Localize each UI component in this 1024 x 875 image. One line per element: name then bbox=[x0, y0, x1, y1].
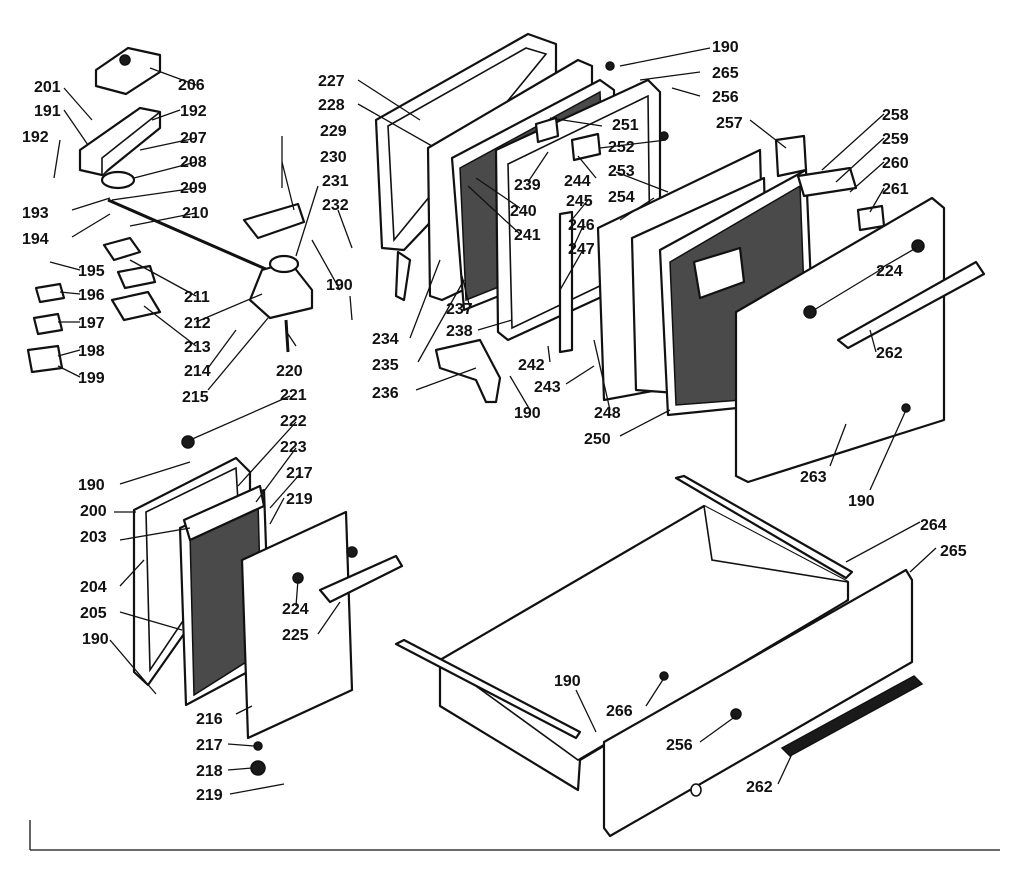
label-190-bottom-left: 190 bbox=[82, 631, 109, 648]
label-213: 213 bbox=[184, 339, 211, 356]
label-256-top: 256 bbox=[712, 89, 739, 106]
label-240: 240 bbox=[510, 203, 537, 220]
label-212: 212 bbox=[184, 315, 211, 332]
broiler-door-assembly bbox=[132, 435, 404, 776]
label-198: 198 bbox=[78, 343, 105, 360]
label-245: 245 bbox=[566, 193, 593, 210]
label-229: 229 bbox=[320, 123, 347, 140]
label-200: 200 bbox=[80, 503, 107, 520]
storage-drawer bbox=[394, 474, 924, 838]
label-236: 236 bbox=[372, 385, 399, 402]
label-261: 261 bbox=[882, 181, 909, 198]
label-234: 234 bbox=[372, 331, 399, 348]
label-214: 214 bbox=[184, 363, 211, 380]
label-238: 238 bbox=[446, 323, 473, 340]
label-218: 218 bbox=[196, 763, 223, 780]
label-230: 230 bbox=[320, 149, 347, 166]
label-196: 196 bbox=[78, 287, 105, 304]
part-number-labels: 201 191 192 192 206 207 208 209 210 193 … bbox=[22, 39, 967, 804]
label-219-bottom: 219 bbox=[196, 787, 223, 804]
label-190-panel: 190 bbox=[848, 493, 875, 510]
label-265-top: 265 bbox=[712, 65, 739, 82]
label-266: 266 bbox=[606, 703, 633, 720]
label-193: 193 bbox=[22, 205, 49, 222]
label-216: 216 bbox=[196, 711, 223, 728]
label-190-drawer: 190 bbox=[554, 673, 581, 690]
label-217-top: 217 bbox=[286, 465, 313, 482]
label-192-right: 192 bbox=[180, 103, 207, 120]
label-257: 257 bbox=[716, 115, 743, 132]
label-194: 194 bbox=[22, 231, 49, 248]
oven-door-panel bbox=[734, 196, 986, 484]
label-225: 225 bbox=[282, 627, 309, 644]
label-231: 231 bbox=[322, 173, 349, 190]
label-192-left: 192 bbox=[22, 129, 49, 146]
label-220: 220 bbox=[276, 363, 303, 380]
label-217-bottom: 217 bbox=[196, 737, 223, 754]
label-195: 195 bbox=[78, 263, 105, 280]
label-250: 250 bbox=[584, 431, 611, 448]
label-265-drawer: 265 bbox=[940, 543, 967, 560]
label-232: 232 bbox=[322, 197, 349, 214]
label-197: 197 bbox=[78, 315, 105, 332]
label-262-right: 262 bbox=[876, 345, 903, 362]
label-224-right: 224 bbox=[876, 263, 903, 280]
label-215: 215 bbox=[182, 389, 209, 406]
label-260: 260 bbox=[882, 155, 909, 172]
label-259: 259 bbox=[882, 131, 909, 148]
label-201: 201 bbox=[34, 79, 61, 96]
label-252: 252 bbox=[608, 139, 635, 156]
label-209: 209 bbox=[180, 180, 207, 197]
label-191: 191 bbox=[34, 103, 61, 120]
label-253: 253 bbox=[608, 163, 635, 180]
label-258: 258 bbox=[882, 107, 909, 124]
label-210: 210 bbox=[182, 205, 209, 222]
label-248: 248 bbox=[594, 405, 621, 422]
label-254: 254 bbox=[608, 189, 635, 206]
label-221: 221 bbox=[280, 387, 307, 404]
label-190-left: 190 bbox=[78, 477, 105, 494]
leader-lines bbox=[49, 47, 937, 795]
label-227: 227 bbox=[318, 73, 345, 90]
label-239: 239 bbox=[514, 177, 541, 194]
label-235: 235 bbox=[372, 357, 399, 374]
label-256-drawer: 256 bbox=[666, 737, 693, 754]
label-262-drawer: 262 bbox=[746, 779, 773, 796]
label-246: 246 bbox=[568, 217, 595, 234]
label-208: 208 bbox=[180, 154, 207, 171]
latch-assembly bbox=[26, 46, 314, 374]
label-206-top: 206 bbox=[178, 77, 205, 94]
label-211: 211 bbox=[184, 289, 210, 306]
label-190-mid: 190 bbox=[326, 277, 353, 294]
label-241: 241 bbox=[514, 227, 541, 244]
label-228: 228 bbox=[318, 97, 345, 114]
label-190-door: 190 bbox=[514, 405, 541, 422]
label-224-left: 224 bbox=[282, 601, 309, 618]
label-263: 263 bbox=[800, 469, 827, 486]
label-190-top: 190 bbox=[712, 39, 739, 56]
label-204: 204 bbox=[80, 579, 107, 596]
label-242: 242 bbox=[518, 357, 545, 374]
label-243: 243 bbox=[534, 379, 561, 396]
label-207: 207 bbox=[180, 130, 207, 147]
label-251: 251 bbox=[612, 117, 639, 134]
label-203: 203 bbox=[80, 529, 107, 546]
label-199: 199 bbox=[78, 370, 105, 387]
label-219-top: 219 bbox=[286, 491, 313, 508]
label-244: 244 bbox=[564, 173, 591, 190]
label-247: 247 bbox=[568, 241, 595, 258]
label-264: 264 bbox=[920, 517, 947, 534]
label-222: 222 bbox=[280, 413, 307, 430]
label-205: 205 bbox=[80, 605, 107, 622]
label-237: 237 bbox=[446, 301, 473, 318]
label-223: 223 bbox=[280, 439, 307, 456]
